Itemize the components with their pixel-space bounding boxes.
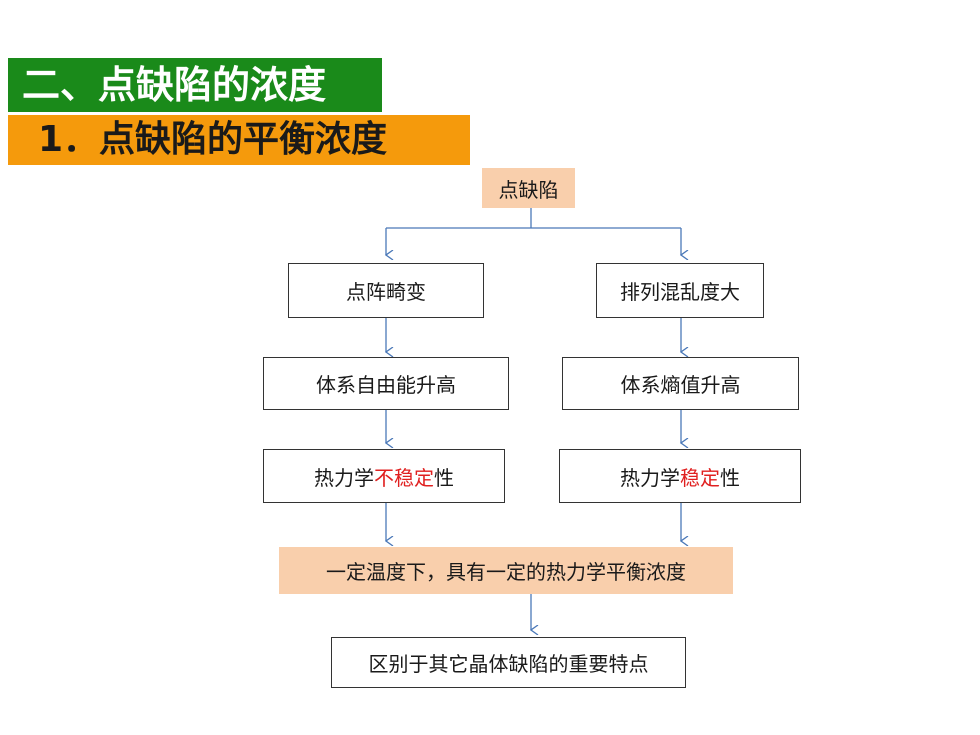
node-left-1: 点阵畸变 [288, 263, 484, 318]
left-3-prefix: 热力学 [314, 465, 374, 490]
right-3-prefix: 热力学 [620, 465, 680, 490]
right-3-suffix: 性 [720, 465, 740, 490]
subsection-title: 1．点缺陷的平衡浓度 [8, 115, 470, 165]
node-left-2: 体系自由能升高 [263, 357, 509, 410]
section-title: 二、点缺陷的浓度 [8, 58, 382, 112]
right-3-emphasis: 稳定 [680, 465, 720, 490]
node-right-2: 体系熵值升高 [562, 357, 799, 410]
left-3-emphasis: 不稳定 [374, 465, 434, 490]
node-right-1: 排列混乱度大 [596, 263, 764, 318]
node-final: 区别于其它晶体缺陷的重要特点 [331, 637, 686, 688]
node-right-3: 热力学稳定性 [559, 449, 801, 503]
left-3-suffix: 性 [434, 465, 454, 490]
node-merge: 一定温度下，具有一定的热力学平衡浓度 [279, 547, 733, 594]
node-root: 点缺陷 [482, 168, 575, 208]
node-left-3: 热力学不稳定性 [263, 449, 505, 503]
